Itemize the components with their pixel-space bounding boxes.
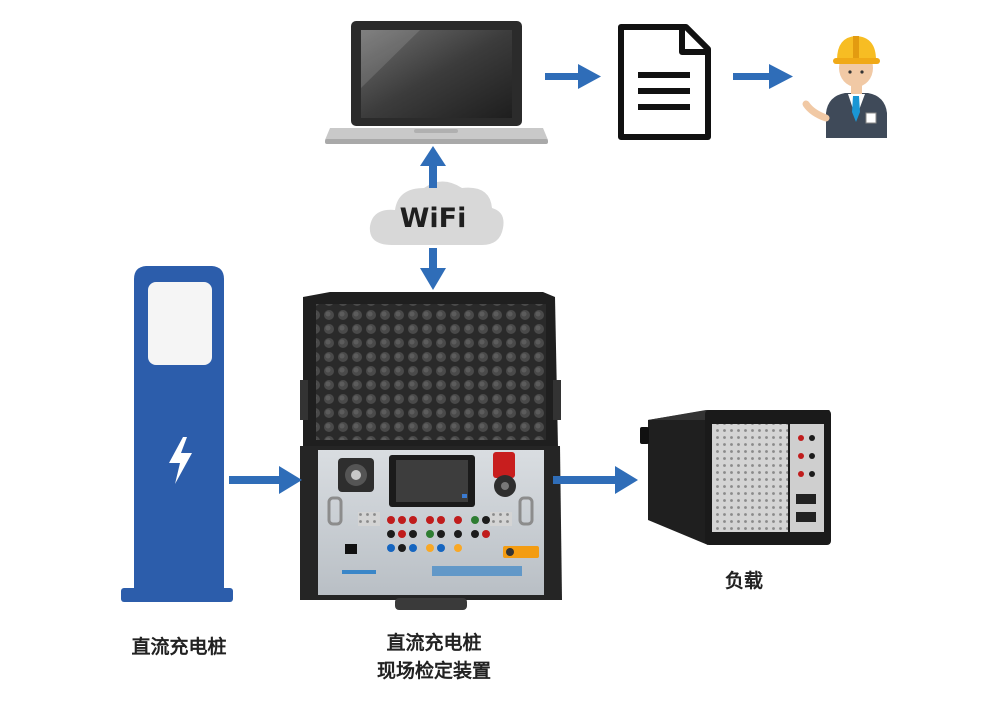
- device-label-line1: 直流充电桩: [386, 632, 482, 654]
- arrow-wifi-to-laptop: [420, 146, 446, 188]
- cloud-icon: [369, 181, 504, 245]
- load-cabinet-icon: [640, 410, 831, 545]
- laptop-icon: [325, 21, 548, 144]
- arrow-device-to-load: [553, 466, 638, 494]
- device-label-line2: 现场检定装置: [376, 660, 491, 682]
- test-case-icon: [300, 292, 562, 610]
- arrow-device-to-wifi: [420, 248, 446, 290]
- arrow-laptop-to-report: [545, 64, 601, 89]
- engineer-icon: [802, 36, 887, 138]
- wifi-label: WiFi: [400, 203, 467, 234]
- document-icon: [618, 24, 711, 140]
- load-label: 负载: [724, 570, 763, 592]
- arrow-pile-to-device: [229, 466, 302, 494]
- charging-pile-icon: [121, 266, 233, 602]
- arrow-report-to-engineer: [733, 64, 793, 89]
- charging-pile-label: 直流充电桩: [131, 636, 227, 658]
